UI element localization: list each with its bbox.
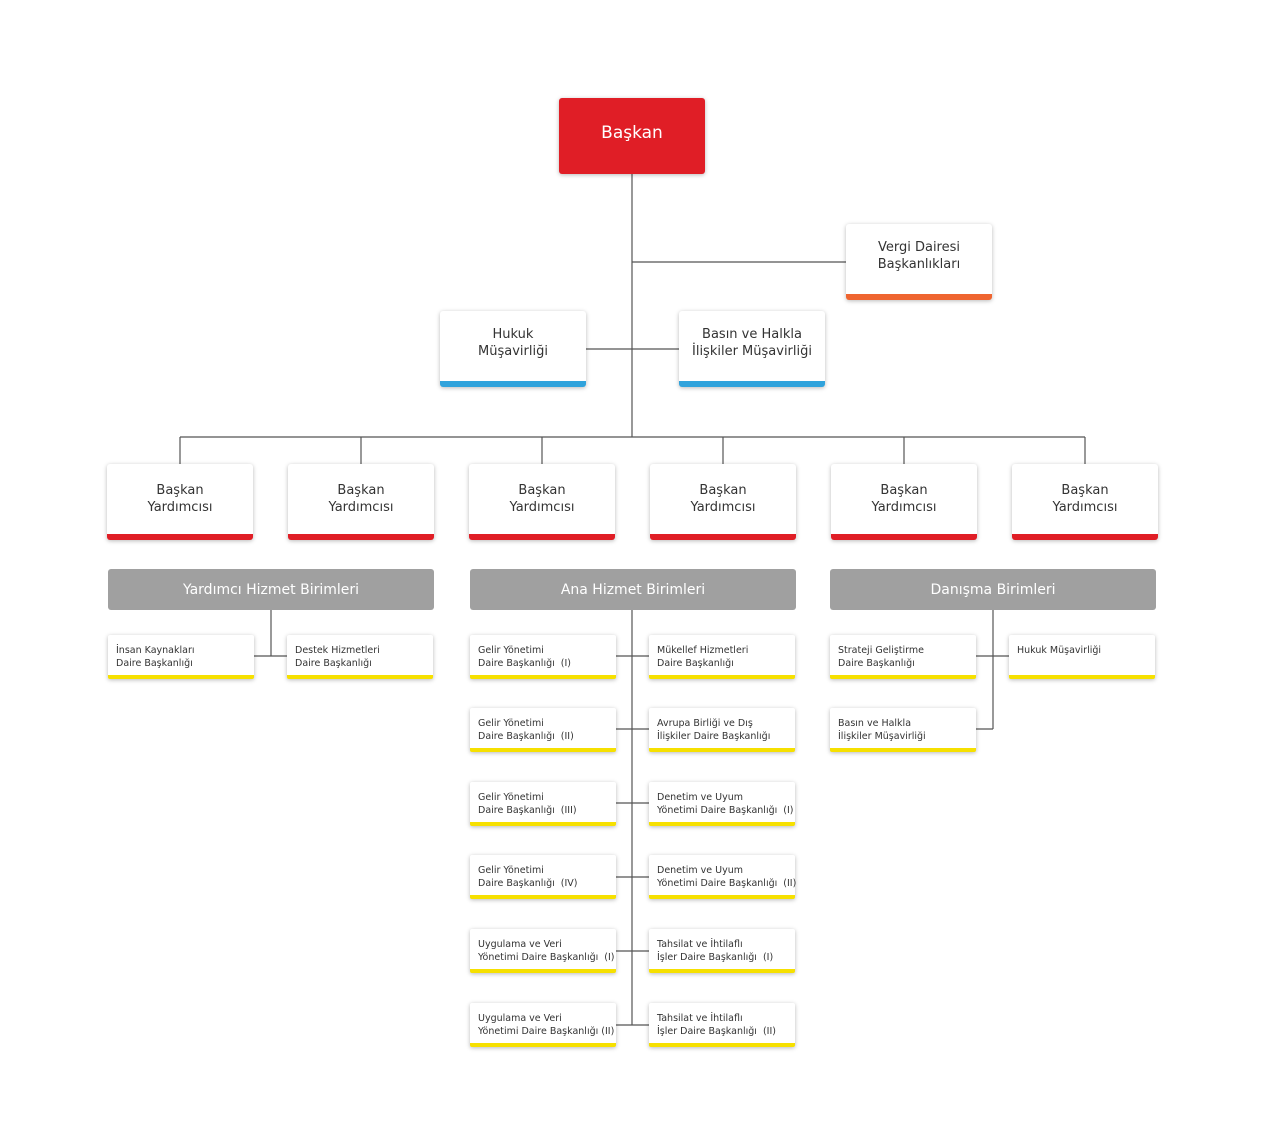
group-title: Ana Hizmet Birimleri [560,581,706,598]
vice-president-label: Başkan Yardımcısı [509,483,575,515]
unit-box: Tahsilat ve İhtilaflı İşler Daire Başkan… [649,929,795,973]
vice-president-box: Başkan Yardımcısı [650,464,796,540]
hukuk-musavirligi-box: Hukuk Müşavirliği [440,311,586,387]
vice-president-label: Başkan Yardımcısı [871,483,937,515]
unit-box: Hukuk Müşavirliği [1009,635,1155,679]
president-label: Başkan [601,123,663,143]
unit-box: Strateji Geliştirme Daire Başkanlığı [830,635,976,679]
vice-president-label: Başkan Yardımcısı [1052,483,1118,515]
unit-box: Avrupa Birliği ve Dış İlişkiler Daire Ba… [649,708,795,752]
unit-box: İnsan Kaynakları Daire Başkanlığı [108,635,254,679]
vice-president-box: Başkan Yardımcısı [831,464,977,540]
group-title: Danışma Birimleri [930,581,1056,598]
unit-box: Mükellef Hizmetleri Daire Başkanlığı [649,635,795,679]
unit-box: Denetim ve Uyum Yönetimi Daire Başkanlığ… [649,782,795,826]
vice-president-box: Başkan Yardımcısı [288,464,434,540]
vice-president-label: Başkan Yardımcısı [328,483,394,515]
unit-box: Basın ve Halkla İlişkiler Müşavirliği [830,708,976,752]
vergi-dairesi-box: Vergi Dairesi Başkanlıkları [846,224,992,300]
hukuk-musavirligi-label: Hukuk Müşavirliği [478,327,548,359]
vice-president-label: Başkan Yardımcısı [147,483,213,515]
president-box: Başkan [559,98,705,174]
group-title: Yardımcı Hizmet Birimleri [182,581,360,598]
vergi-dairesi-label: Vergi Dairesi Başkanlıkları [877,240,961,272]
vice-president-label: Başkan Yardımcısı [690,483,756,515]
group-header-ana: Ana Hizmet Birimleri [470,569,796,610]
group-header-danisma: Danışma Birimleri [830,569,1156,610]
unit-box: Gelir Yönetimi Daire Başkanlığı (I) [470,635,616,679]
basin-musavirligi-box: Basın ve Halkla İlişkiler Müşavirliği [679,311,825,387]
unit-box: Denetim ve Uyum Yönetimi Daire Başkanlığ… [649,855,796,899]
unit-box: Gelir Yönetimi Daire Başkanlığı (III) [470,782,616,826]
unit-box: Gelir Yönetimi Daire Başkanlığı (II) [470,708,616,752]
unit-box: Uygulama ve Veri Yönetimi Daire Başkanlı… [470,929,616,973]
unit-box: Destek Hizmetleri Daire Başkanlığı [287,635,433,679]
unit-box: Uygulama ve Veri Yönetimi Daire Başkanlı… [470,1003,616,1047]
unit-box: Gelir Yönetimi Daire Başkanlığı (IV) [470,855,616,899]
group-header-yardimci: Yardımcı Hizmet Birimleri [108,569,434,610]
vice-president-box: Başkan Yardımcısı [107,464,253,540]
unit-box: Tahsilat ve İhtilaflı İşler Daire Başkan… [649,1003,795,1047]
basin-musavirligi-label: Basın ve Halkla İlişkiler Müşavirliği [692,327,812,359]
vice-president-box: Başkan Yardımcısı [1012,464,1158,540]
vice-president-box: Başkan Yardımcısı [469,464,615,540]
